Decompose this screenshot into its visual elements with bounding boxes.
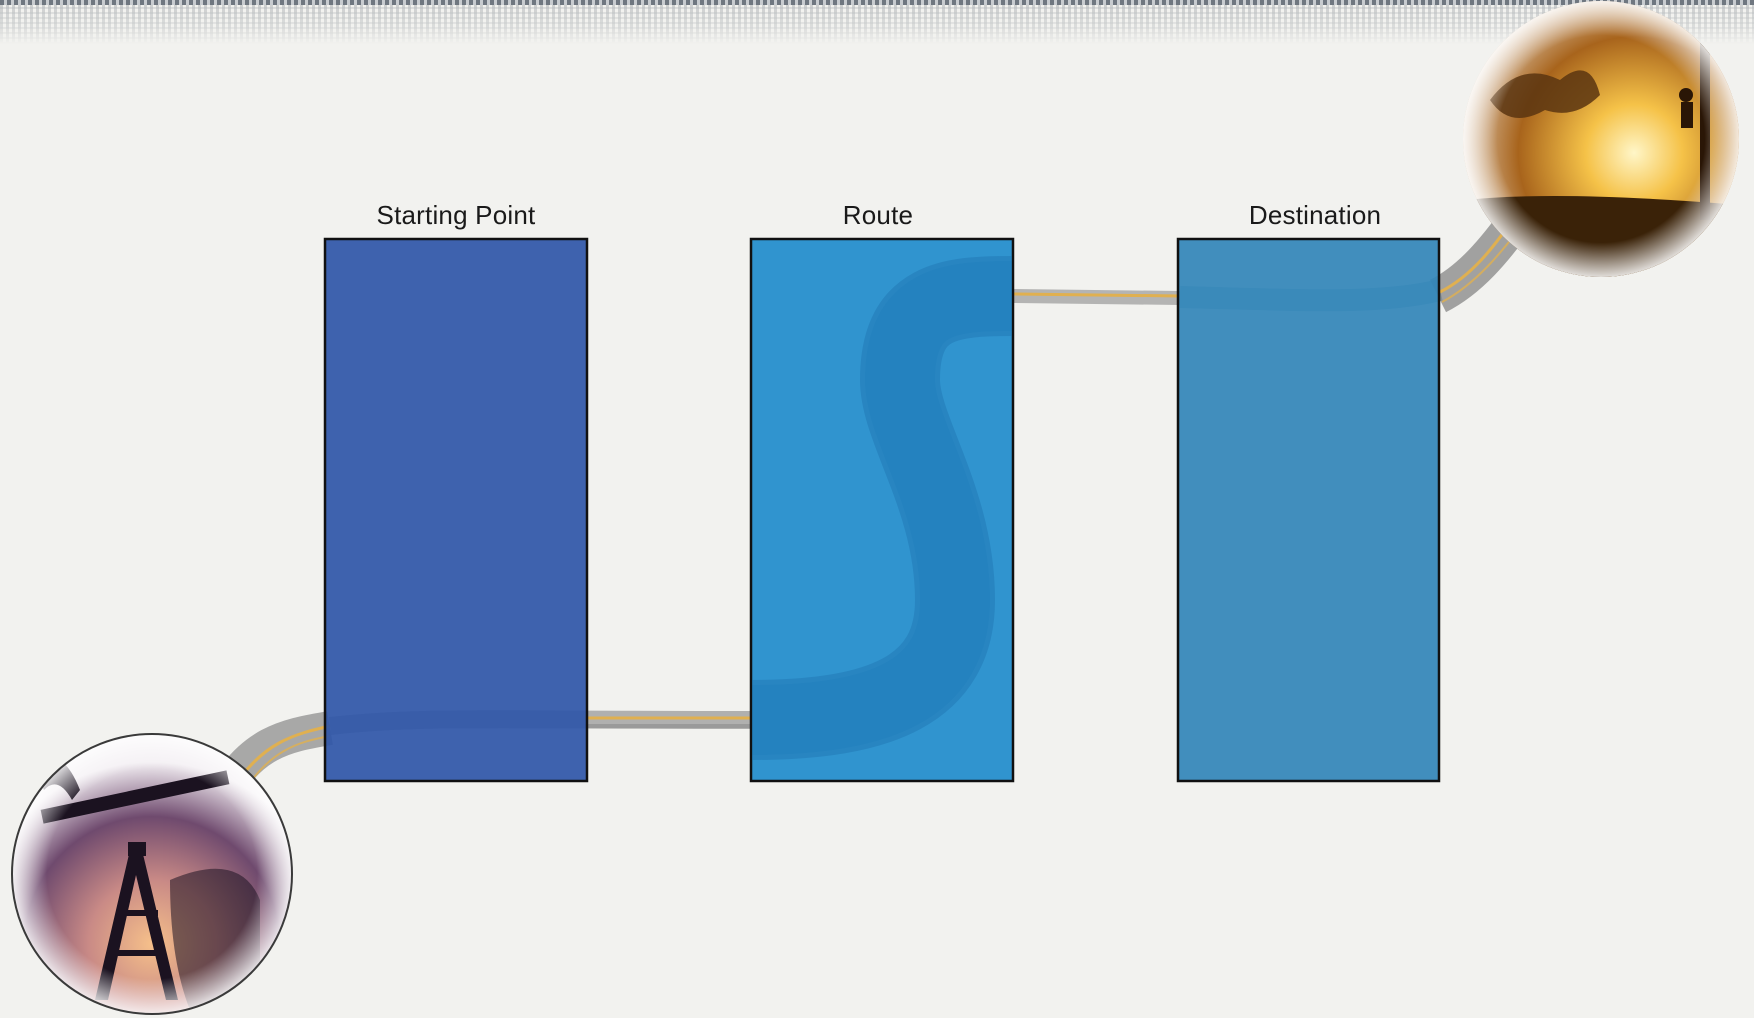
stage-label-start: Starting Point <box>376 200 536 230</box>
decorative-header-band <box>0 0 1754 44</box>
destination-photo <box>1463 1 1739 277</box>
decorative-header-edge <box>0 0 1754 5</box>
stage-box-route <box>749 237 1015 783</box>
stage-box-destination <box>1176 237 1441 783</box>
stage-label-destination: Destination <box>1248 200 1382 230</box>
stage-label-route: Route <box>842 200 914 230</box>
stage-box-start <box>323 237 589 783</box>
route-curve <box>751 256 1013 760</box>
origin-photo <box>11 733 293 1015</box>
